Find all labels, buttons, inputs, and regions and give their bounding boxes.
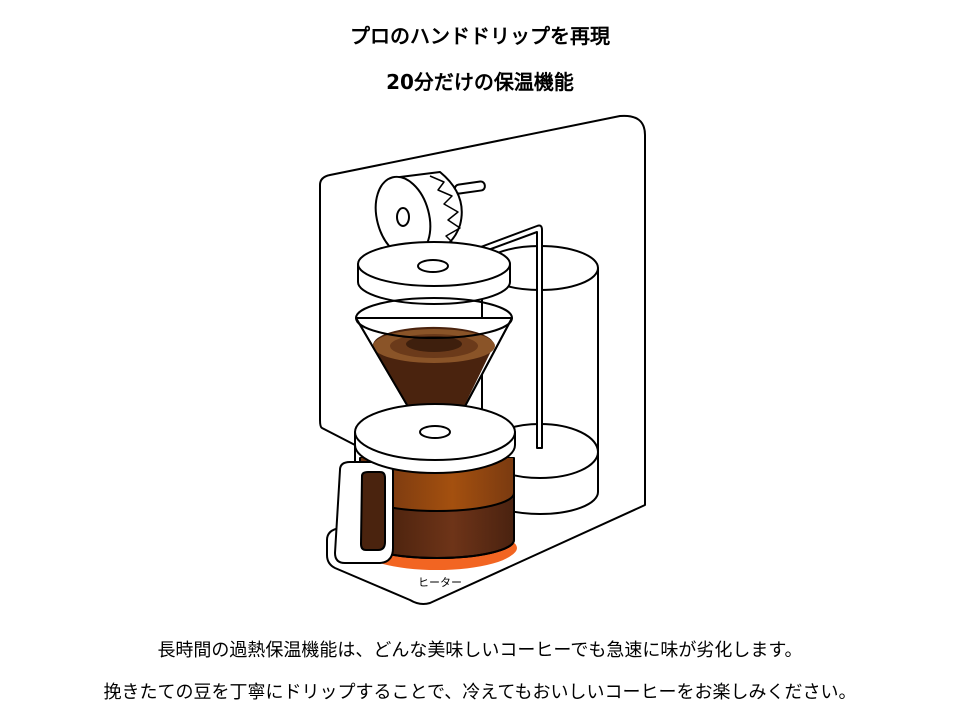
upper-lid [357,241,511,305]
heater-label: ヒーター [418,576,462,589]
carafe [334,457,517,570]
heading-line-1: プロのハンドドリップを再現 [350,24,610,48]
grinder [374,171,486,259]
dripper [355,297,513,426]
description-line-1: 長時間の過熱保温機能は、どんな美味しいコーヒーでも急速に味が劣化します。 [157,640,803,661]
description-line-2: 挽きたての豆を丁寧にドリップすることで、冷えてもおいしいコーヒーをお楽しみくださ… [103,682,857,703]
carafe-lid [354,403,516,474]
heading-line-2: 20分だけの保温機能 [386,70,574,94]
